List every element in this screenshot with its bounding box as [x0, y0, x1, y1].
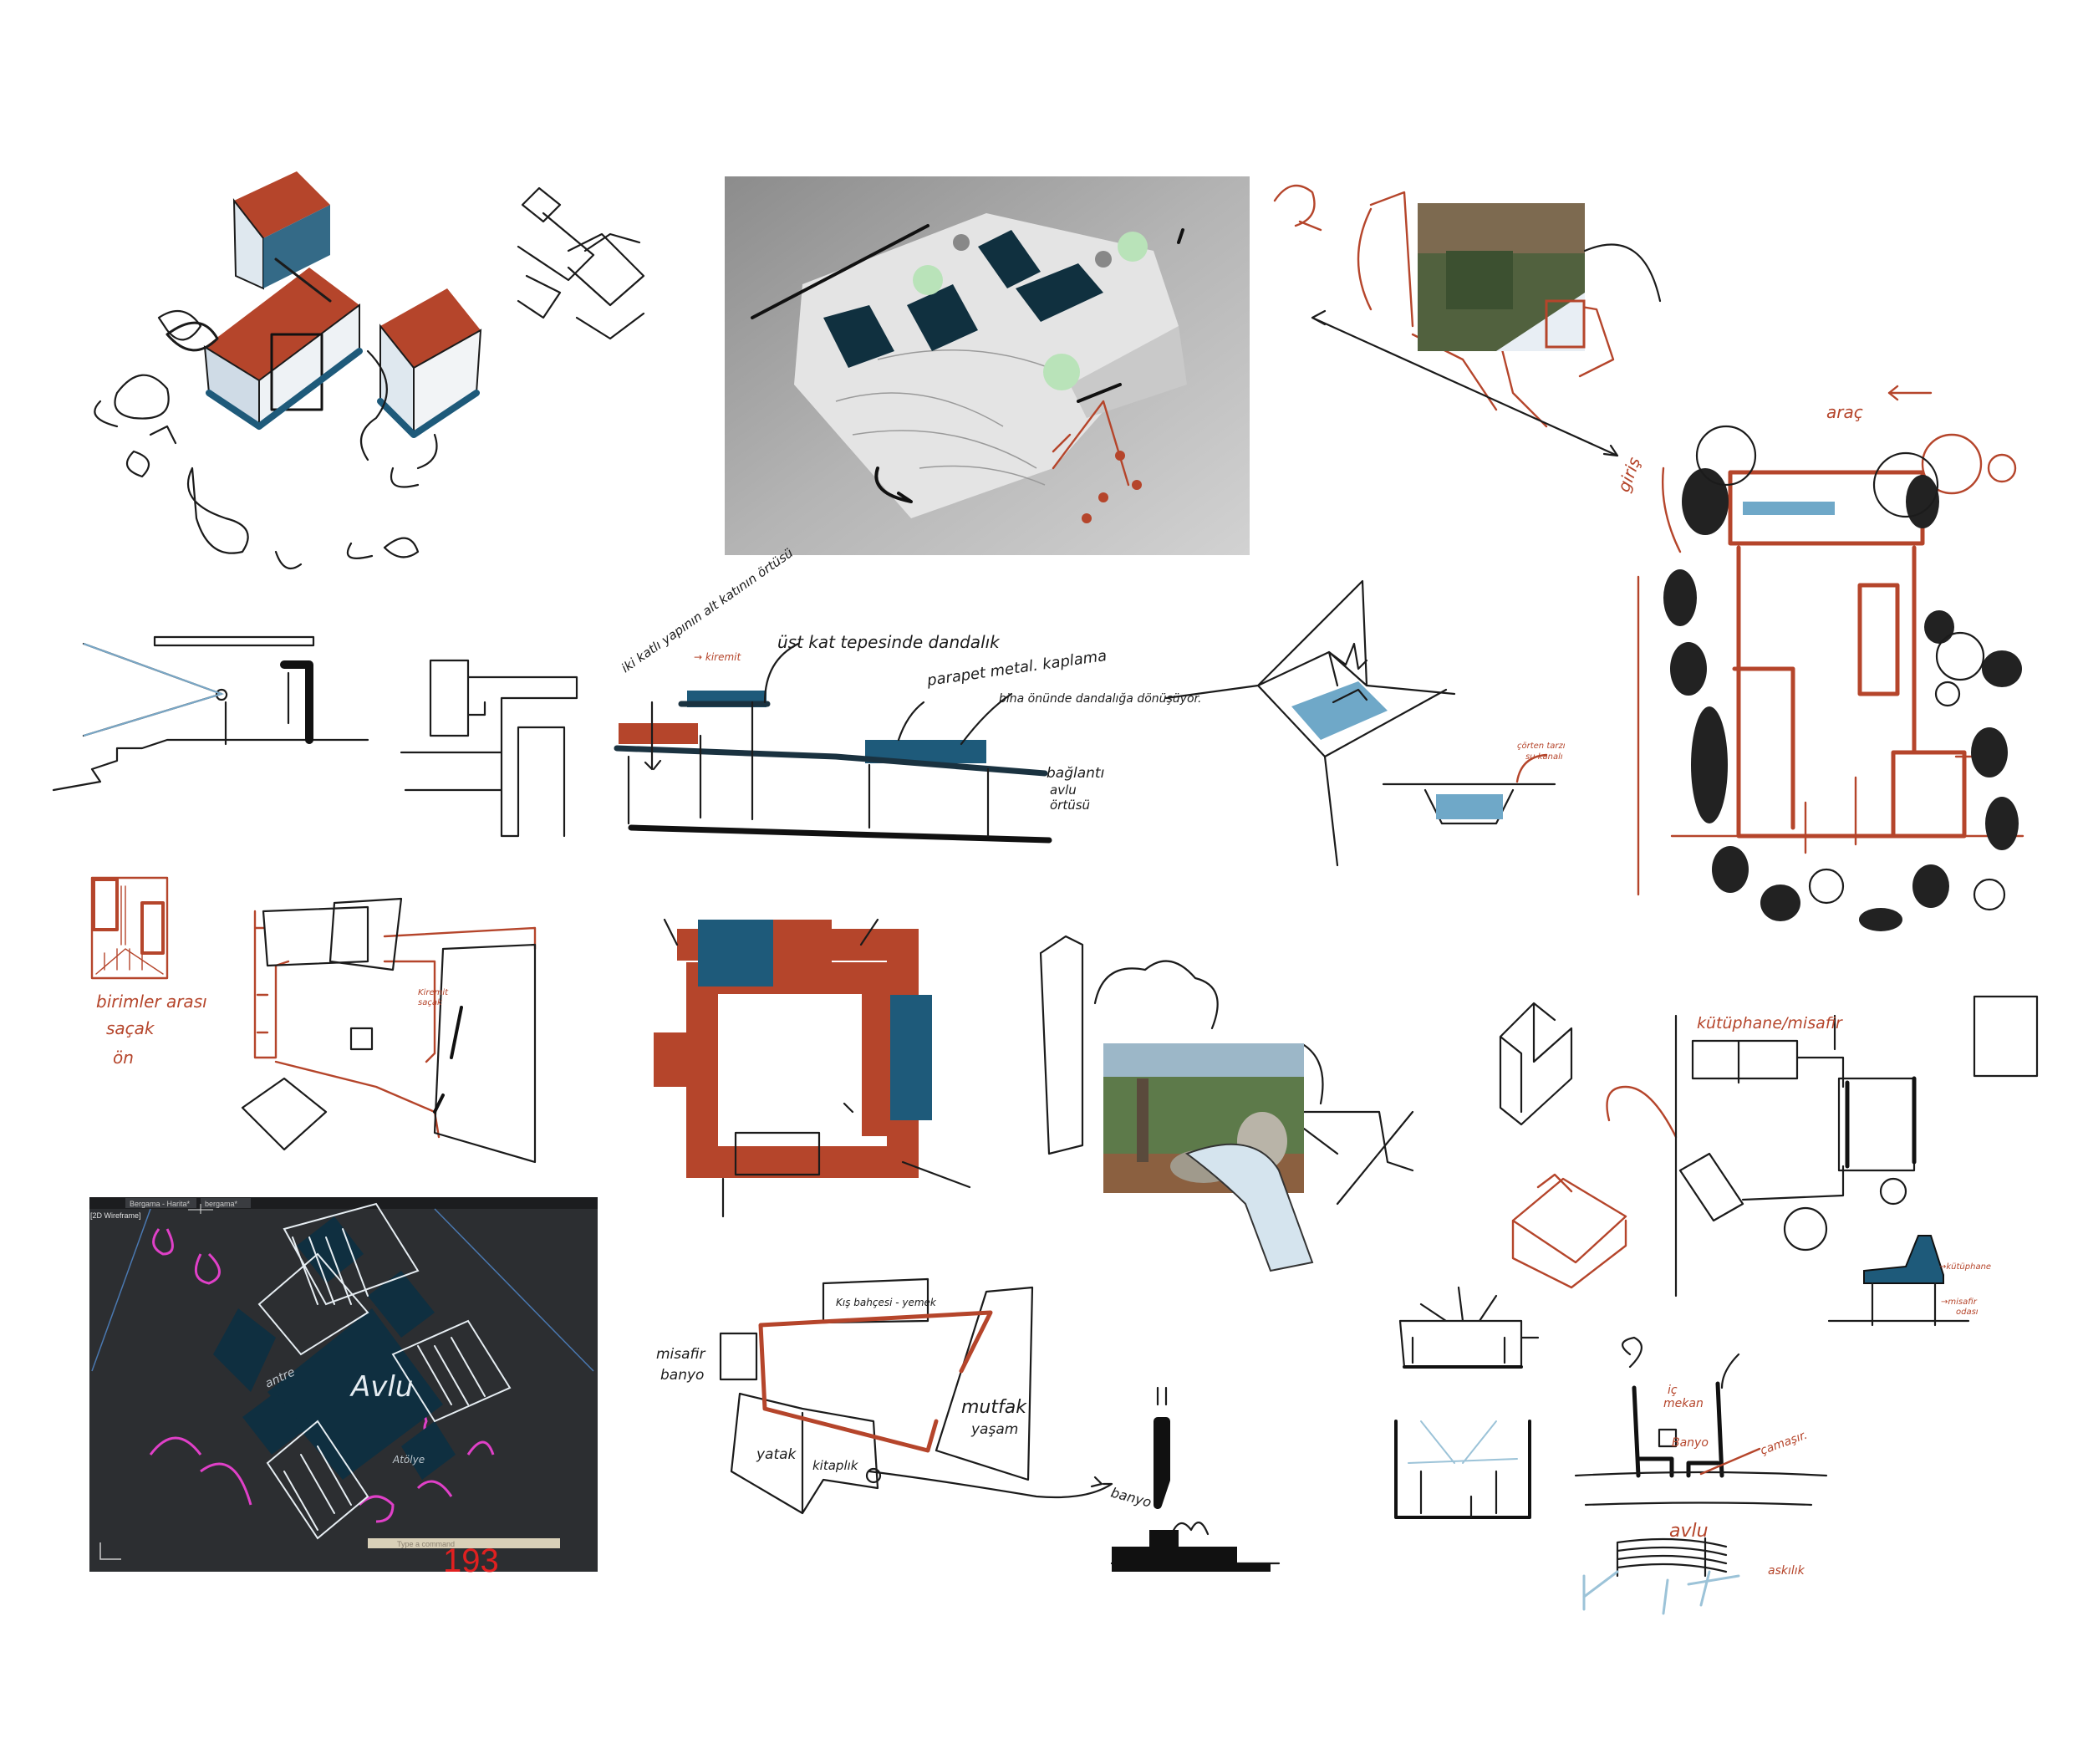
- axonometric-houses-sketch: [94, 171, 482, 570]
- cad-tab-1[interactable]: Bergama - Harita*: [130, 1200, 191, 1208]
- label-entrance: giriş: [1613, 455, 1644, 495]
- label-inner-1: iç: [1668, 1384, 1678, 1397]
- bath-section-sketch: [1110, 1386, 1281, 1572]
- library-plan-title: kütüphane/misafir: [1697, 1014, 1843, 1032]
- label-courtyard-bath: Banyo: [1672, 1436, 1709, 1450]
- tree-photo-sketch: [1039, 935, 1414, 1272]
- note-link-2: avlu: [1050, 783, 1077, 798]
- note-link-3: örtüsü: [1050, 798, 1090, 813]
- roof-section-sketch: [614, 642, 1052, 844]
- tile-eave-2: saçak: [418, 998, 443, 1007]
- note-parapet: parapet metal. kaplama: [925, 647, 1108, 690]
- note-link-1: bağlantı: [1047, 765, 1104, 782]
- cad-command-input[interactable]: Type a command: [397, 1540, 455, 1548]
- label-bedroom: yatak: [756, 1446, 797, 1463]
- label-guest-1: misafir: [656, 1346, 706, 1363]
- label-bath: banyo: [1109, 1485, 1154, 1511]
- label-guest-2: banyo: [660, 1367, 704, 1384]
- label-hanger: askılık: [1768, 1564, 1805, 1578]
- eaves-caption-2: saçak: [106, 1018, 155, 1038]
- cad-overlay-number: 193: [443, 1542, 499, 1579]
- eaves-caption-1: birimler arası: [96, 992, 207, 1012]
- eaves-detail-sketch: [90, 876, 169, 980]
- label-guest-room-2: odası: [1956, 1308, 1979, 1317]
- small-plan-sketch: [517, 186, 645, 340]
- cad-label-atelier: Atölye: [392, 1454, 425, 1466]
- label-inner-2: mekan: [1663, 1397, 1704, 1410]
- tile-eave-1: Kiremit: [418, 988, 449, 997]
- note-front: bina önünde dandalığa dönüşüyor.: [999, 692, 1201, 706]
- pool-note-2: su kanalı: [1525, 752, 1563, 762]
- label-laundry: çamaşır.: [1759, 1429, 1810, 1458]
- pool-plan-and-section-sketch: [1164, 579, 1556, 867]
- label-vehicle: araç: [1826, 402, 1863, 422]
- cad-tab-2[interactable]: bergama*: [205, 1200, 238, 1208]
- cad-screen-photo: [89, 1197, 598, 1572]
- small-block-plan-sketch: [400, 659, 578, 838]
- label-kitchen-1: mutfak: [961, 1397, 1027, 1418]
- eaves-caption-3: ön: [113, 1048, 134, 1068]
- library-guest-plan-sketch: [1499, 995, 2039, 1327]
- site-model-photo: [725, 176, 1250, 555]
- site-plan-sketch: [1637, 385, 2024, 931]
- room-layout-plan-sketch: [719, 1277, 1113, 1515]
- eaves-site-plan-sketch: [241, 897, 537, 1164]
- window-sections-sketch: [1394, 1286, 1540, 1519]
- perspective-sketch-with-photo: [1273, 184, 1662, 457]
- label-guest-room-1: →misafir: [1941, 1298, 1978, 1307]
- label-library: kitaplık: [812, 1458, 859, 1473]
- courtyard-section-sketch: [1574, 1336, 1828, 1615]
- section-with-figure-sketch: [52, 635, 369, 792]
- label-roof-library: →kütüphane: [1939, 1262, 1991, 1272]
- label-winter-garden: Kış bahçesi - yemek: [836, 1297, 937, 1308]
- courtyard-plan-sketch: [654, 918, 971, 1218]
- label-courtyard: avlu: [1669, 1521, 1709, 1542]
- cad-label-courtyard: Avlu: [349, 1370, 413, 1404]
- note-upper-terrace: üst kat tepesinde dandalık: [777, 632, 1001, 652]
- cad-viewport-label: [2D Wireframe]: [90, 1211, 141, 1220]
- label-kitchen-2: yaşam: [970, 1421, 1018, 1438]
- pool-note-1: çörten tarzı: [1517, 742, 1566, 751]
- note-tile: → kiremit: [694, 651, 741, 663]
